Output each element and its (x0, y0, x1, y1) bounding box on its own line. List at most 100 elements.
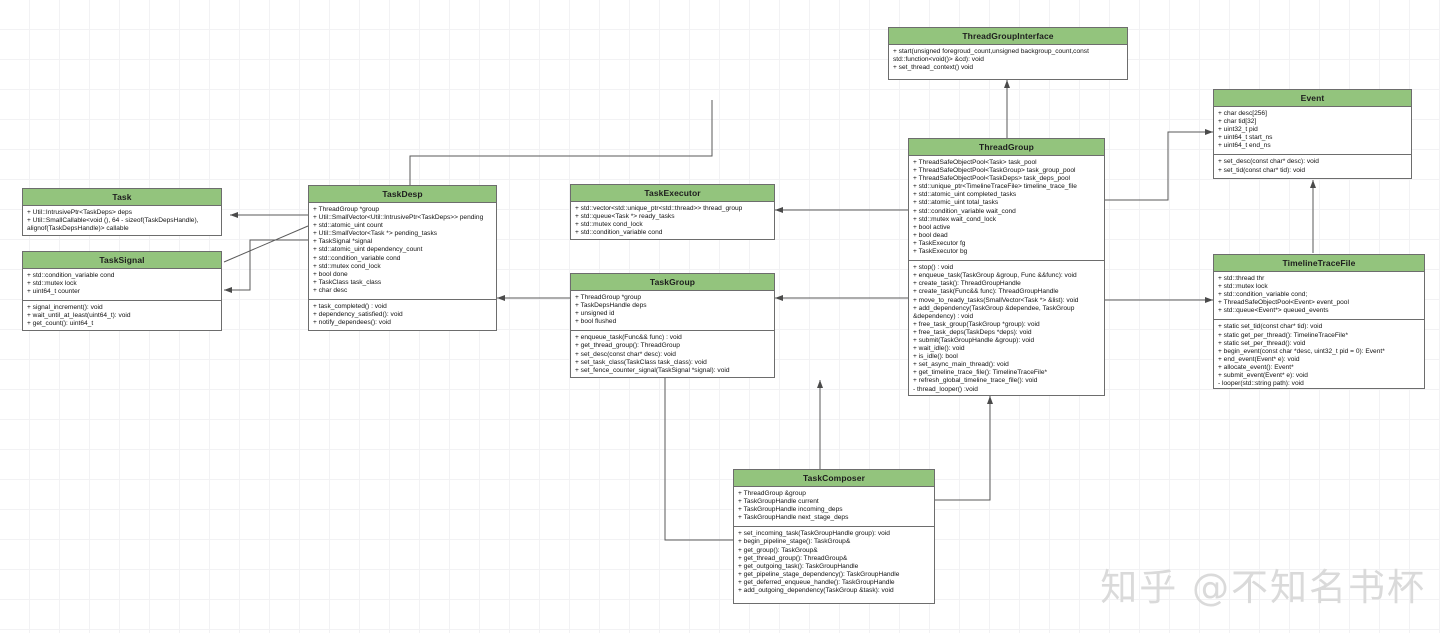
attribute-item: + ThreadSafeObjectPool<TaskDeps> task_de… (913, 175, 1070, 183)
class-box-taskexecutor[interactable]: TaskExecutor + std::vector<std::unique_p… (570, 184, 775, 240)
attribute-item: + std::mutex lock (27, 280, 77, 288)
attribute-item: + std::condition_variable wait_cond (913, 207, 1016, 215)
attribute-item: + std::condition_variable cond (575, 229, 663, 237)
operation-item: + submit_event(Event* e): void (1218, 372, 1308, 380)
attribute-item: + std::condition_variable cond (27, 272, 115, 279)
operation-item: + start(unsigned foregroud_count,unsigne… (893, 48, 1089, 64)
class-operations: + task_completed() : void + dependency_s… (309, 299, 496, 330)
class-title: Event (1214, 90, 1411, 107)
class-attributes: + std::condition_variable cond + std::mu… (23, 269, 221, 300)
operation-item: + enqueue_task(TaskGroup &group, Func &&… (913, 272, 1077, 280)
class-title: ThreadGroupInterface (889, 28, 1127, 45)
operation-item: + wait_idle(): void (913, 345, 965, 353)
class-box-threadgroupinterface[interactable]: ThreadGroupInterface + start(unsigned fo… (888, 27, 1128, 80)
class-title: TaskExecutor (571, 185, 774, 202)
attribute-item: + std::mutex wait_cond_lock (913, 215, 997, 223)
operation-item: + create_task(Func&& func): ThreadGroupH… (913, 288, 1059, 296)
attribute-item: + std::mutex cond_lock (575, 221, 643, 229)
class-attributes: + std::vector<std::unique_ptr<std::threa… (571, 202, 774, 239)
class-attributes: + ThreadSafeObjectPool<Task> task_pool +… (909, 156, 1104, 260)
operation-item: + static get_per_thread(): TimelineTrace… (1218, 331, 1349, 339)
attribute-item: + std::mutex cond_lock (313, 262, 381, 270)
class-operations: + signal_increment(): void + wait_until_… (23, 300, 221, 330)
attribute-item: + std::unique_ptr<TimelineTraceFile> tim… (913, 183, 1077, 191)
operation-item: + get_timeline_trace_file(): TimelineTra… (913, 369, 1048, 377)
class-attributes: + char desc[256] + char tid[32] + uint32… (1214, 107, 1411, 154)
attribute-item: + TaskGroupHandle current (738, 498, 819, 506)
class-title: TaskGroup (571, 274, 774, 291)
operation-item: + move_to_ready_tasks(SmallVector<Task *… (913, 296, 1079, 304)
attribute-item: + Util::SmallCallable<void (), 64 - size… (27, 217, 199, 233)
attribute-item: + uint64_t start_ns (1218, 134, 1273, 142)
attribute-item: + ThreadSafeObjectPool<TaskGroup> task_g… (913, 167, 1076, 175)
operation-item: + get_thread_group(): ThreadGroup& (738, 554, 848, 562)
operation-item: + enqueue_task(Func&& func) : void (575, 334, 682, 342)
operation-item: + refresh_global_timeline_trace_file(): … (913, 377, 1038, 385)
operation-item: + set_incoming_task(TaskGroupHandle grou… (738, 530, 890, 538)
watermark: 知乎 @不知名书杯 (1100, 566, 1426, 609)
operation-item: + submit(TaskGroupHandle &group): void (913, 336, 1035, 344)
attribute-item: + bool active (913, 223, 951, 231)
operation-item: + begin_pipeline_stage(): TaskGroup& (738, 538, 851, 546)
operation-item: + notify_dependees(): void (313, 319, 391, 327)
attribute-item: + TaskExecutor fg (913, 239, 966, 247)
operation-item: + free_task_deps(TaskDeps *deps): void (913, 328, 1032, 336)
class-box-tasksignal[interactable]: TaskSignal + std::condition_variable con… (22, 251, 222, 331)
attribute-item: + uint64_t counter (27, 288, 80, 296)
attribute-item: + std::queue<Task *> ready_tasks (575, 213, 675, 221)
attribute-item: + bool done (313, 270, 348, 278)
attribute-item: + char desc[256] (1218, 110, 1267, 117)
class-box-taskdesp[interactable]: TaskDesp + ThreadGroup *group + Util::Sm… (308, 185, 497, 331)
class-operations: + enqueue_task(Func&& func) : void + get… (571, 330, 774, 377)
class-attributes: + ThreadGroup &group + TaskGroupHandle c… (734, 487, 934, 526)
class-operations: + static set_tid(const char* tid): void … (1214, 319, 1424, 388)
class-attributes: + ThreadGroup *group + Util::SmallVector… (309, 203, 496, 299)
attribute-item: + ThreadGroup &group (738, 490, 806, 497)
class-operations: + set_incoming_task(TaskGroupHandle grou… (734, 526, 934, 599)
class-box-timelinetracefile[interactable]: TimelineTraceFile + std::thread thr + st… (1213, 254, 1425, 389)
operation-item: - thread_looper() :void (913, 385, 978, 393)
operation-item: + signal_increment(): void (27, 304, 103, 312)
attribute-item: + TaskGroupHandle incoming_deps (738, 506, 843, 514)
class-box-taskcomposer[interactable]: TaskComposer + ThreadGroup &group + Task… (733, 469, 935, 604)
attribute-item: + std::atomic_uint total_tasks (913, 199, 999, 207)
attribute-item: + std::thread thr (1218, 275, 1265, 282)
class-operations: + set_desc(const char* desc): void + set… (1214, 154, 1411, 178)
operation-item: + get_thread_group(): ThreadGroup (575, 342, 680, 350)
operation-item: + stop() : void (913, 264, 954, 272)
attribute-item: + ThreadGroup *group (575, 294, 642, 301)
attribute-item: + char tid[32] (1218, 118, 1257, 126)
attribute-item: + std::atomic_uint count (313, 222, 383, 230)
attribute-item: + std::condition_variable cond; (1218, 291, 1308, 299)
class-title: TaskComposer (734, 470, 934, 487)
operation-item: + static set_per_thread(): void (1218, 339, 1306, 347)
attribute-item: + uint32_t pid (1218, 126, 1258, 134)
operation-item: + wait_until_at_least(uint64_t): void (27, 312, 131, 320)
operation-item: + set_async_main_thread(): void (913, 361, 1009, 369)
attribute-item: + Util::IntrusivePtr<TaskDeps> deps (27, 209, 132, 216)
class-attributes: + ThreadGroup *group + TaskDepsHandle de… (571, 291, 774, 330)
class-title: TaskSignal (23, 252, 221, 269)
operation-item: + task_completed() : void (313, 303, 387, 311)
attribute-item: + ThreadSafeObjectPool<Event> event_pool (1218, 299, 1349, 307)
class-operations: + stop() : void + enqueue_task(TaskGroup… (909, 260, 1104, 395)
operation-item: + dependency_satisfied(): void (313, 311, 403, 319)
class-operations: + start(unsigned foregroud_count,unsigne… (889, 45, 1127, 76)
attribute-item: + std::condition_variable cond (313, 254, 401, 262)
operation-item: + get_pipeline_stage_dependency(): TaskG… (738, 570, 900, 578)
class-box-taskgroup[interactable]: TaskGroup + ThreadGroup *group + TaskDep… (570, 273, 775, 378)
attribute-item: + std::vector<std::unique_ptr<std::threa… (575, 205, 743, 212)
class-box-task[interactable]: Task + Util::IntrusivePtr<TaskDeps> deps… (22, 188, 222, 236)
attribute-item: + TaskSignal *signal (313, 238, 373, 246)
operation-item: + get_deferred_enqueue_handle(): TaskGro… (738, 578, 895, 586)
attribute-item: + TaskExecutor bg (913, 248, 968, 256)
attribute-item: + char desc (313, 286, 348, 294)
attribute-item: + uint64_t end_ns (1218, 142, 1271, 150)
class-box-threadgroup[interactable]: ThreadGroup + ThreadSafeObjectPool<Task>… (908, 138, 1105, 396)
attribute-item: + Util::SmallVector<Task *> pending_task… (313, 230, 438, 238)
attribute-item: + std::atomic_uint dependency_count (313, 246, 423, 254)
operation-item: + allocate_event(): Event* (1218, 363, 1294, 371)
class-title: TimelineTraceFile (1214, 255, 1424, 272)
class-box-event[interactable]: Event + char desc[256] + char tid[32] + … (1213, 89, 1412, 179)
operation-item: + get_group(): TaskGroup& (738, 546, 818, 554)
